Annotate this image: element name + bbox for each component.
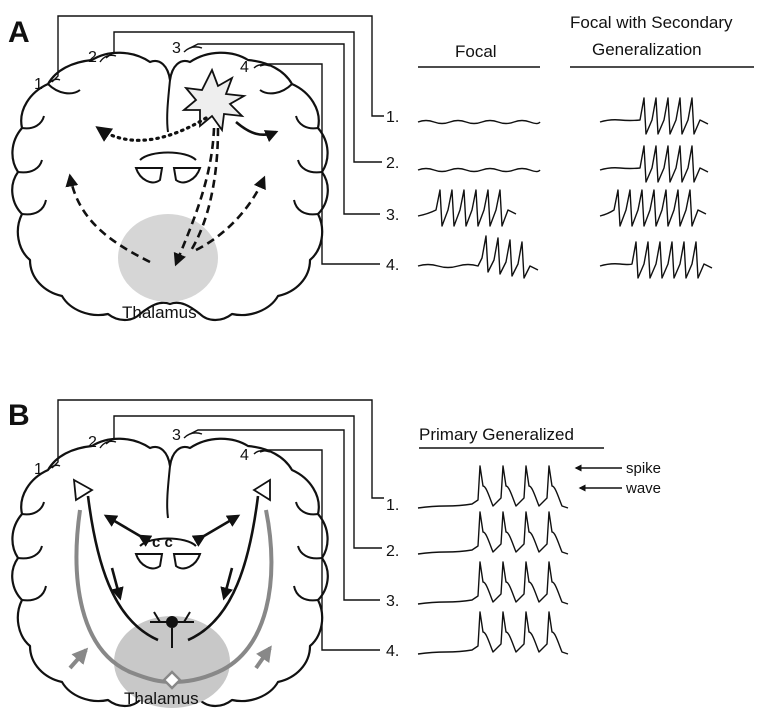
electrode-label-b-1: 1	[34, 461, 43, 478]
secondary-trace-1	[600, 98, 708, 134]
panel-b-label: B	[8, 399, 30, 432]
electrode-label-2: 2	[88, 49, 97, 66]
channel-label-b-4: 4.	[386, 643, 399, 660]
focal-header: Focal	[455, 42, 497, 61]
secondary-trace-3	[600, 190, 706, 226]
wave-label: wave	[625, 480, 661, 497]
electrode-label-b-4: 4	[240, 447, 249, 464]
channel-label-b-2: 2.	[386, 543, 399, 560]
channel-label-1: 1.	[386, 109, 399, 126]
primary-generalized-header: Primary Generalized	[419, 425, 574, 444]
electrode-label-b-3: 3	[172, 427, 181, 444]
focal-trace-4	[418, 236, 538, 278]
electrode-label-1: 1	[34, 76, 43, 93]
electrode-label-3: 3	[172, 40, 181, 57]
focal-trace-2	[418, 169, 540, 172]
spike-wave-trace-1	[418, 466, 568, 508]
secondary-trace-4	[600, 242, 712, 278]
electrode-label-4: 4	[240, 59, 249, 76]
electrode-label-b-2: 2	[88, 434, 97, 451]
focal-trace-3	[418, 190, 516, 226]
corpus-callosum-label: c c	[152, 534, 173, 551]
spike-wave-trace-2	[418, 512, 568, 554]
channel-label-b-3: 3.	[386, 593, 399, 610]
panel-b: B c c	[8, 399, 661, 708]
panel-a-label: A	[8, 16, 30, 49]
secondary-header-line1: Focal with Secondary	[570, 13, 733, 32]
channel-label-b-1: 1.	[386, 497, 399, 514]
thalamus-label-b: Thalamus	[124, 689, 199, 708]
thalamus-label: Thalamus	[122, 303, 197, 322]
focal-trace-1	[418, 121, 540, 124]
thalamus-shading	[118, 214, 218, 302]
channel-label-2: 2.	[386, 155, 399, 172]
spike-label: spike	[626, 460, 661, 477]
secondary-trace-2	[600, 146, 708, 182]
spike-wave-trace-3	[418, 562, 568, 604]
channel-label-4: 4.	[386, 257, 399, 274]
channel-label-3: 3.	[386, 207, 399, 224]
panel-a: A Thalamus	[8, 13, 754, 322]
secondary-header-line2: Generalization	[592, 40, 702, 59]
spike-wave-trace-4	[418, 612, 568, 654]
